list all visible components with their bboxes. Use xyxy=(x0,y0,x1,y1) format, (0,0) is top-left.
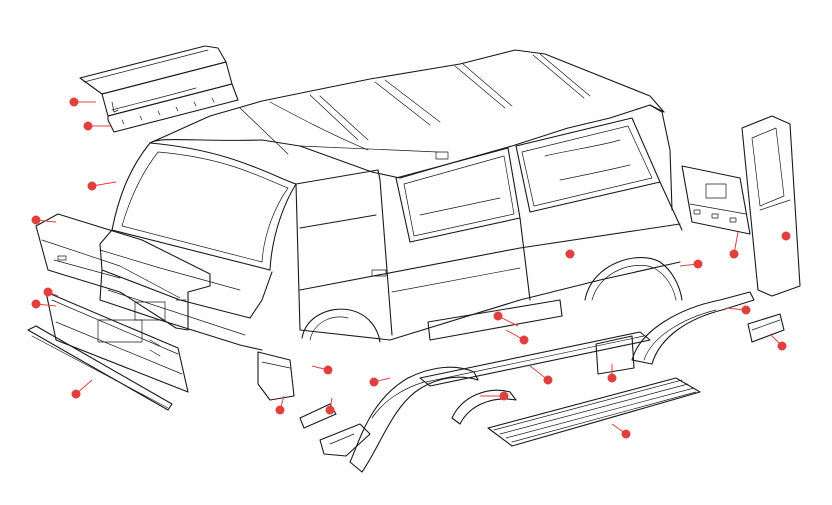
part-side-sill xyxy=(419,299,651,387)
callout-door-sill[interactable] xyxy=(519,335,529,345)
callout-floor-panel[interactable] xyxy=(621,429,631,439)
callout-front-bumper-strip[interactable] xyxy=(71,389,81,399)
callout-rear-lower-panel[interactable] xyxy=(729,249,739,259)
part-front-wheel-arch xyxy=(349,366,479,473)
callout-side-repair-strip[interactable] xyxy=(493,311,503,321)
callout-inner-wheel-house[interactable] xyxy=(499,391,509,401)
part-front-lower-panel xyxy=(45,291,189,393)
part-rocker-sill xyxy=(79,45,239,133)
callout-door-lower-patch[interactable] xyxy=(607,373,617,383)
callout-rocker-sill-lower[interactable] xyxy=(83,121,93,131)
callout-rear-corner-patch[interactable] xyxy=(777,341,787,351)
callout-front-upper-panel[interactable] xyxy=(31,215,41,225)
part-floor-panel xyxy=(487,377,701,447)
callout-tailgate-panel[interactable] xyxy=(781,231,791,241)
part-inner-wheel-house xyxy=(299,403,371,457)
callout-front-wheel-arch[interactable] xyxy=(323,365,333,375)
callout-front-lower-panel[interactable] xyxy=(31,299,41,309)
part-rear-corner-patch xyxy=(747,313,785,343)
callout-dots xyxy=(31,97,791,439)
callout-step-bracket[interactable] xyxy=(369,377,379,387)
part-bumper-strip xyxy=(27,325,173,411)
leader-lines xyxy=(35,101,783,435)
callout-front-corner-lower[interactable] xyxy=(325,405,335,415)
part-a-pillar-lower xyxy=(257,351,295,401)
callout-a-pillar-lower[interactable] xyxy=(275,405,285,415)
part-rear-lower-panel xyxy=(681,165,751,235)
part-rear-wheel-arch xyxy=(451,291,755,425)
callout-rear-wheel-arch-upper[interactable] xyxy=(693,259,703,269)
part-tailgate xyxy=(741,115,801,297)
van-body xyxy=(99,49,683,351)
callout-rear-side-panel[interactable] xyxy=(565,249,575,259)
callout-side-sill-outer[interactable] xyxy=(543,375,553,385)
callout-front-panel-bracket[interactable] xyxy=(43,287,53,297)
callout-rocker-sill-upper[interactable] xyxy=(69,97,79,107)
callout-windshield-frame[interactable] xyxy=(87,181,97,191)
callout-rear-wheel-arch-lower[interactable] xyxy=(741,305,751,315)
part-front-upper-panel xyxy=(35,213,211,331)
